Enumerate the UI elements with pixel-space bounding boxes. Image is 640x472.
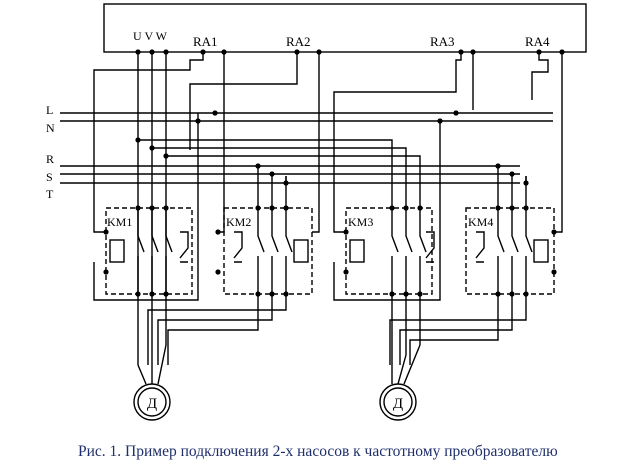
motor-1-label: Д	[147, 396, 157, 412]
converter-block	[103, 3, 587, 53]
label-km3: KM3	[348, 215, 373, 229]
bus-lines	[60, 112, 553, 184]
contactor-coils	[109, 239, 549, 263]
bus-label-l: L	[46, 103, 53, 117]
motor-2: Д	[379, 383, 417, 421]
km1-box	[105, 207, 193, 295]
schematic-diagram: U V W RA1 RA2 RA3 RA4 L N R S T	[46, 3, 587, 421]
power-contacts	[137, 176, 533, 294]
label-ra2: RA2	[286, 34, 311, 49]
motor-1: Д	[133, 383, 171, 421]
km2-coil	[293, 239, 309, 263]
motor-leads	[137, 344, 421, 385]
motor-feeds	[93, 113, 527, 365]
km1-coil	[109, 239, 125, 263]
label-ra4: RA4	[525, 34, 550, 49]
km4-coil	[533, 239, 549, 263]
label-km2: KM2	[226, 215, 251, 229]
motor-2-label: Д	[393, 396, 403, 412]
label-ra3: RA3	[430, 34, 455, 49]
km3-coil	[349, 239, 365, 263]
bus-label-s: S	[46, 170, 53, 184]
terminals-uvw: U V W	[133, 29, 168, 43]
label-km1: KM1	[107, 215, 132, 229]
bus-label-r: R	[46, 152, 54, 166]
junction-dots	[103, 49, 565, 297]
relay-wires	[93, 52, 563, 233]
figure-caption: Рис. 1. Пример подключения 2-х насосов к…	[78, 443, 558, 460]
bus-label-n: N	[46, 121, 55, 135]
bus-label-t: T	[46, 187, 54, 201]
label-km4: KM4	[468, 215, 493, 229]
label-ra1: RA1	[193, 34, 218, 49]
km2-box	[223, 207, 313, 295]
